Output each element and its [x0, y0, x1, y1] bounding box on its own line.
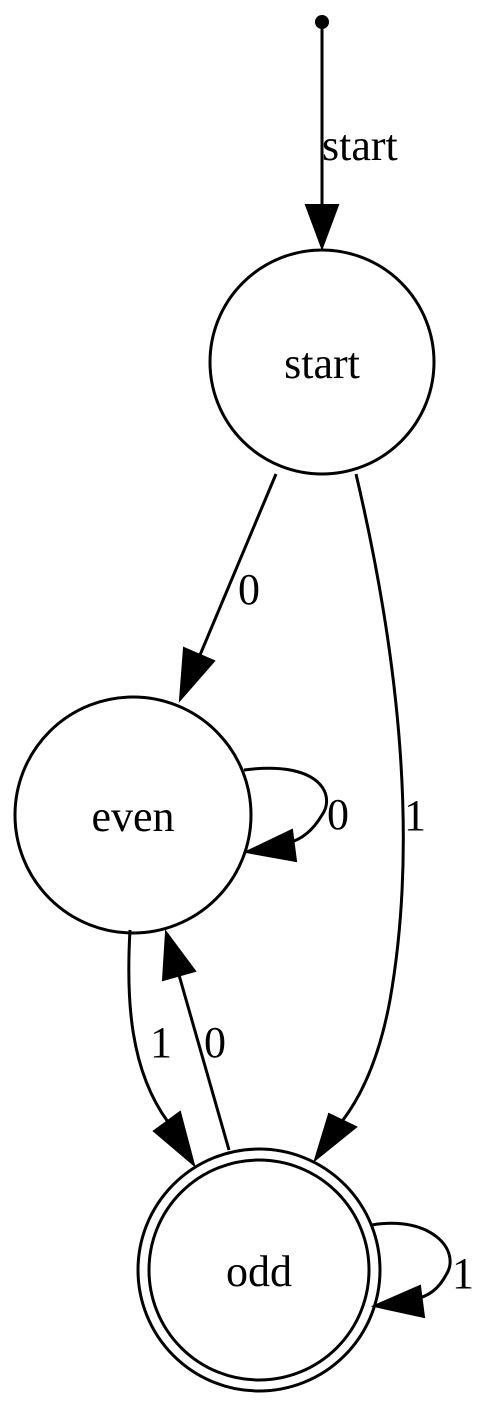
state-even-label: even: [91, 792, 174, 841]
edge-even-to-odd-label: 1: [150, 1018, 172, 1067]
state-start: start: [208, 248, 436, 476]
edge-even-to-odd-arrowhead: [152, 1110, 196, 1168]
edge-odd-self-loop: 1: [370, 1221, 474, 1319]
edge-even-to-odd-line: [127, 929, 170, 1123]
edge-even-self-loop-label: 0: [327, 790, 349, 839]
edge-even-self-loop-arrowhead: [242, 828, 298, 863]
edge-start-to-even-line: [198, 473, 278, 656]
edge-start-to-even-arrowhead: [178, 646, 216, 703]
edge-odd-self-loop-line: [371, 1221, 452, 1301]
edge-start-to-odd-line: [341, 473, 405, 1121]
state-odd-outer-circle: [136, 1147, 382, 1393]
state-odd: odd: [136, 1147, 382, 1393]
initial-transition-label: start: [322, 121, 398, 170]
edge-even-self-loop: 0: [242, 766, 349, 863]
edge-odd-to-even: 0: [161, 929, 231, 1151]
state-odd-label: odd: [226, 1247, 292, 1296]
edge-start-to-even-label: 0: [238, 565, 260, 614]
edge-start-to-even: 0: [178, 473, 278, 703]
edge-odd-to-even-line: [177, 974, 231, 1151]
edge-odd-self-loop-arrowhead: [370, 1284, 426, 1319]
edge-start-to-odd-arrowhead: [313, 1112, 358, 1163]
state-even-circle: [13, 695, 253, 935]
state-even: even: [13, 695, 253, 935]
edge-start-to-odd-label: 1: [404, 791, 426, 840]
initial-arrowhead: [304, 204, 340, 251]
edge-even-to-odd: 1: [127, 929, 196, 1168]
state-odd-inner-circle: [147, 1158, 371, 1382]
edge-even-self-loop-line: [243, 766, 328, 845]
initial-transition: start: [304, 15, 398, 251]
state-start-label: start: [284, 339, 360, 388]
edge-odd-to-even-label: 0: [204, 1018, 226, 1067]
state-start-circle: [208, 248, 436, 476]
edge-start-to-odd: 1: [313, 473, 426, 1163]
edge-odd-to-even-arrowhead: [161, 929, 197, 982]
edge-odd-self-loop-label: 1: [452, 1249, 474, 1298]
